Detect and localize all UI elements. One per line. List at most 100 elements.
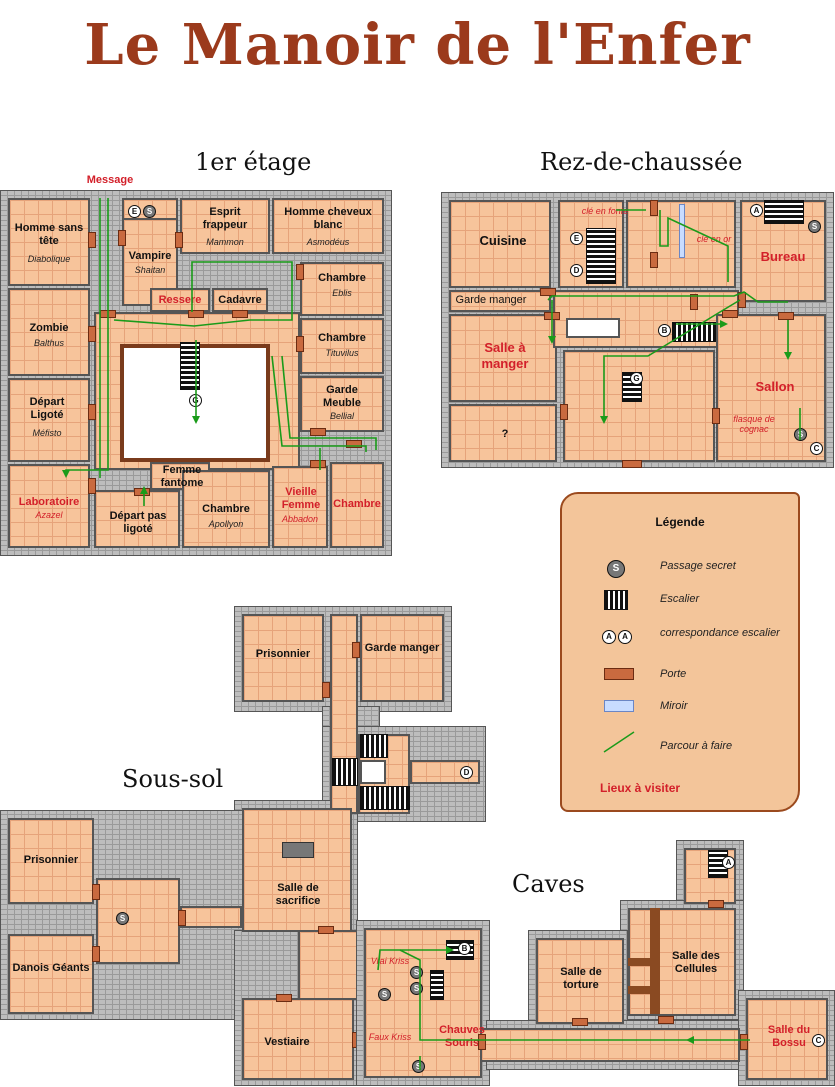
label-zombie: Zombie [29, 322, 69, 334]
door[interactable] [622, 460, 642, 468]
room-garde-manger-ground[interactable] [449, 290, 551, 312]
room-chambre-tituvilus[interactable] [300, 318, 384, 374]
room-prisonnier-top[interactable] [242, 614, 324, 702]
stairs-basement-top [360, 734, 388, 758]
label-cadavre: Cadavre [218, 294, 262, 306]
secret-passage-basement: S [116, 912, 129, 925]
room-unknown[interactable] [449, 404, 557, 462]
door[interactable] [740, 1034, 748, 1050]
door[interactable] [722, 310, 738, 318]
door[interactable] [346, 440, 362, 448]
door[interactable] [712, 408, 720, 424]
door[interactable] [100, 310, 116, 318]
room-garde-manger-basement[interactable] [360, 614, 444, 702]
door[interactable] [708, 900, 724, 908]
label-unknown: ? [501, 428, 509, 440]
door[interactable] [738, 292, 746, 308]
room-chambre-apollyon[interactable] [182, 470, 270, 548]
corridor-cellar [480, 1028, 740, 1062]
label-ressere: Ressere [158, 294, 202, 306]
badge-b-cellar: B [458, 942, 471, 955]
sub-garde-meuble: Bellial [329, 411, 354, 421]
door[interactable] [658, 1016, 674, 1024]
door[interactable] [778, 312, 794, 320]
label-homme-sans-tete: Homme sans tête [14, 222, 84, 247]
legend-mirror-icon [604, 700, 634, 712]
room-secret-passage [96, 878, 180, 964]
label-chambre-red: Chambre [333, 498, 381, 510]
secret-passage-cellar-4: S [412, 1060, 425, 1073]
label-garde-meuble: Garde Meuble [323, 384, 361, 409]
door[interactable] [478, 1034, 486, 1050]
note-cle-en-fonte: clé en fonte [581, 206, 629, 216]
legend [560, 492, 800, 812]
secret-passage-first: S [143, 205, 156, 218]
room-prisonnier-left[interactable] [8, 818, 94, 904]
room-vieille-femme[interactable] [272, 466, 328, 548]
door[interactable] [296, 336, 304, 352]
door[interactable] [572, 1018, 588, 1026]
door[interactable] [310, 460, 326, 468]
sub-chambre-tituvilus: Tituvilus [325, 348, 359, 358]
door[interactable] [296, 264, 304, 280]
cellars-label: Caves [512, 870, 585, 898]
door[interactable] [188, 310, 204, 318]
door[interactable] [322, 682, 330, 698]
room-vestiaire[interactable] [242, 998, 354, 1080]
room-chambre-red[interactable] [330, 462, 384, 548]
badge-a-ground: A [750, 204, 763, 217]
door[interactable] [92, 946, 100, 962]
label-vestiaire: Vestiaire [264, 1036, 310, 1048]
legend-secret: Passage secret [660, 560, 736, 572]
room-laboratoire[interactable] [8, 464, 90, 548]
label-chambre-apollyon: Chambre [202, 503, 250, 515]
badge-a-cellar: A [722, 856, 735, 869]
badge-e-ground: E [570, 232, 583, 245]
door[interactable] [88, 232, 96, 248]
room-salle-a-manger[interactable] [449, 314, 557, 402]
room-chambre-eblis[interactable] [300, 262, 384, 316]
room-esprit-frappeur[interactable] [180, 198, 270, 254]
room-cuisine[interactable] [449, 200, 551, 288]
door[interactable] [352, 642, 360, 658]
badge-c-cellar: C [812, 1034, 825, 1047]
room-salle-sacrifice[interactable] [242, 808, 352, 932]
door[interactable] [310, 428, 326, 436]
mirror[interactable] [679, 204, 685, 258]
door[interactable] [544, 312, 560, 320]
door[interactable] [134, 488, 150, 496]
label-depart-ligote: Départ Ligoté [29, 396, 65, 421]
door[interactable] [232, 310, 248, 318]
door[interactable] [118, 230, 126, 246]
sub-depart-ligote: Méfisto [32, 428, 62, 438]
door[interactable] [690, 294, 698, 310]
note-flasque: flasque de cognac [733, 414, 775, 434]
room-stair-g [563, 350, 715, 462]
door[interactable] [318, 926, 334, 934]
door[interactable] [650, 200, 658, 216]
door[interactable] [92, 884, 100, 900]
label-bureau: Bureau [760, 249, 806, 264]
door[interactable] [650, 252, 658, 268]
sub-homme-cheveux-blanc: Asmodéus [306, 237, 350, 247]
door[interactable] [88, 404, 96, 420]
room-homme-cheveux-blanc[interactable] [272, 198, 384, 254]
door[interactable] [178, 910, 186, 926]
label-garde-manger-ground: Garde manger [455, 294, 527, 306]
door[interactable] [88, 478, 96, 494]
room-danois[interactable] [8, 934, 94, 1014]
note-vrai-kriss: Vrai Kriss [370, 956, 410, 966]
room-depart-pas-ligote[interactable] [94, 490, 180, 548]
door[interactable] [276, 994, 292, 1002]
label-homme-cheveux-blanc: Homme cheveux blanc [284, 206, 372, 231]
sub-chambre-eblis: Eblis [332, 288, 352, 298]
stairs-basement-left [332, 758, 358, 786]
label-salle-bossu: Salle du Bossu [767, 1024, 811, 1049]
door[interactable] [88, 326, 96, 342]
legend-places: Lieux à visiter [600, 781, 681, 795]
door[interactable] [175, 232, 183, 248]
label-laboratoire: Laboratoire [18, 496, 80, 508]
door[interactable] [560, 404, 568, 420]
door[interactable] [540, 288, 556, 296]
corridor-sacrifice [180, 906, 242, 928]
